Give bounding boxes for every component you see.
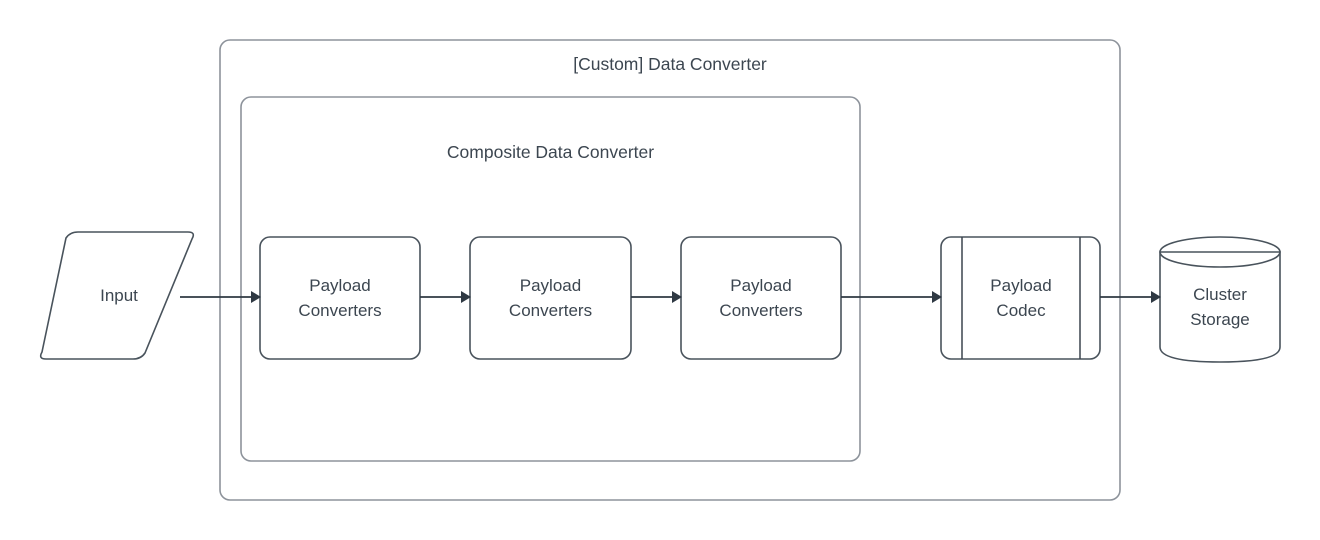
node-payload-converters-2-shape[interactable] [469, 236, 632, 360]
node-cluster-storage-body[interactable] [1159, 251, 1281, 363]
node-input-shape[interactable] [39, 231, 195, 360]
node-payload-converters-3-shape[interactable] [680, 236, 842, 360]
node-payload-converters-1-shape[interactable] [259, 236, 421, 360]
node-payload-codec-shape[interactable] [940, 236, 1101, 360]
node-cluster-storage-top [1159, 236, 1281, 268]
connector-payload-converters-2-to-3 [631, 291, 682, 303]
connector-payload-converters-1-to-2 [420, 291, 471, 303]
container-custom-data-converter[interactable] [219, 39, 1121, 501]
connector-payload-codec-to-cluster-storage [1100, 291, 1161, 303]
connector-payload-converters-3-to-payload-codec [841, 291, 942, 303]
connector-input-to-payload-converters-1 [180, 291, 261, 303]
container-composite-data-converter[interactable] [240, 96, 861, 462]
